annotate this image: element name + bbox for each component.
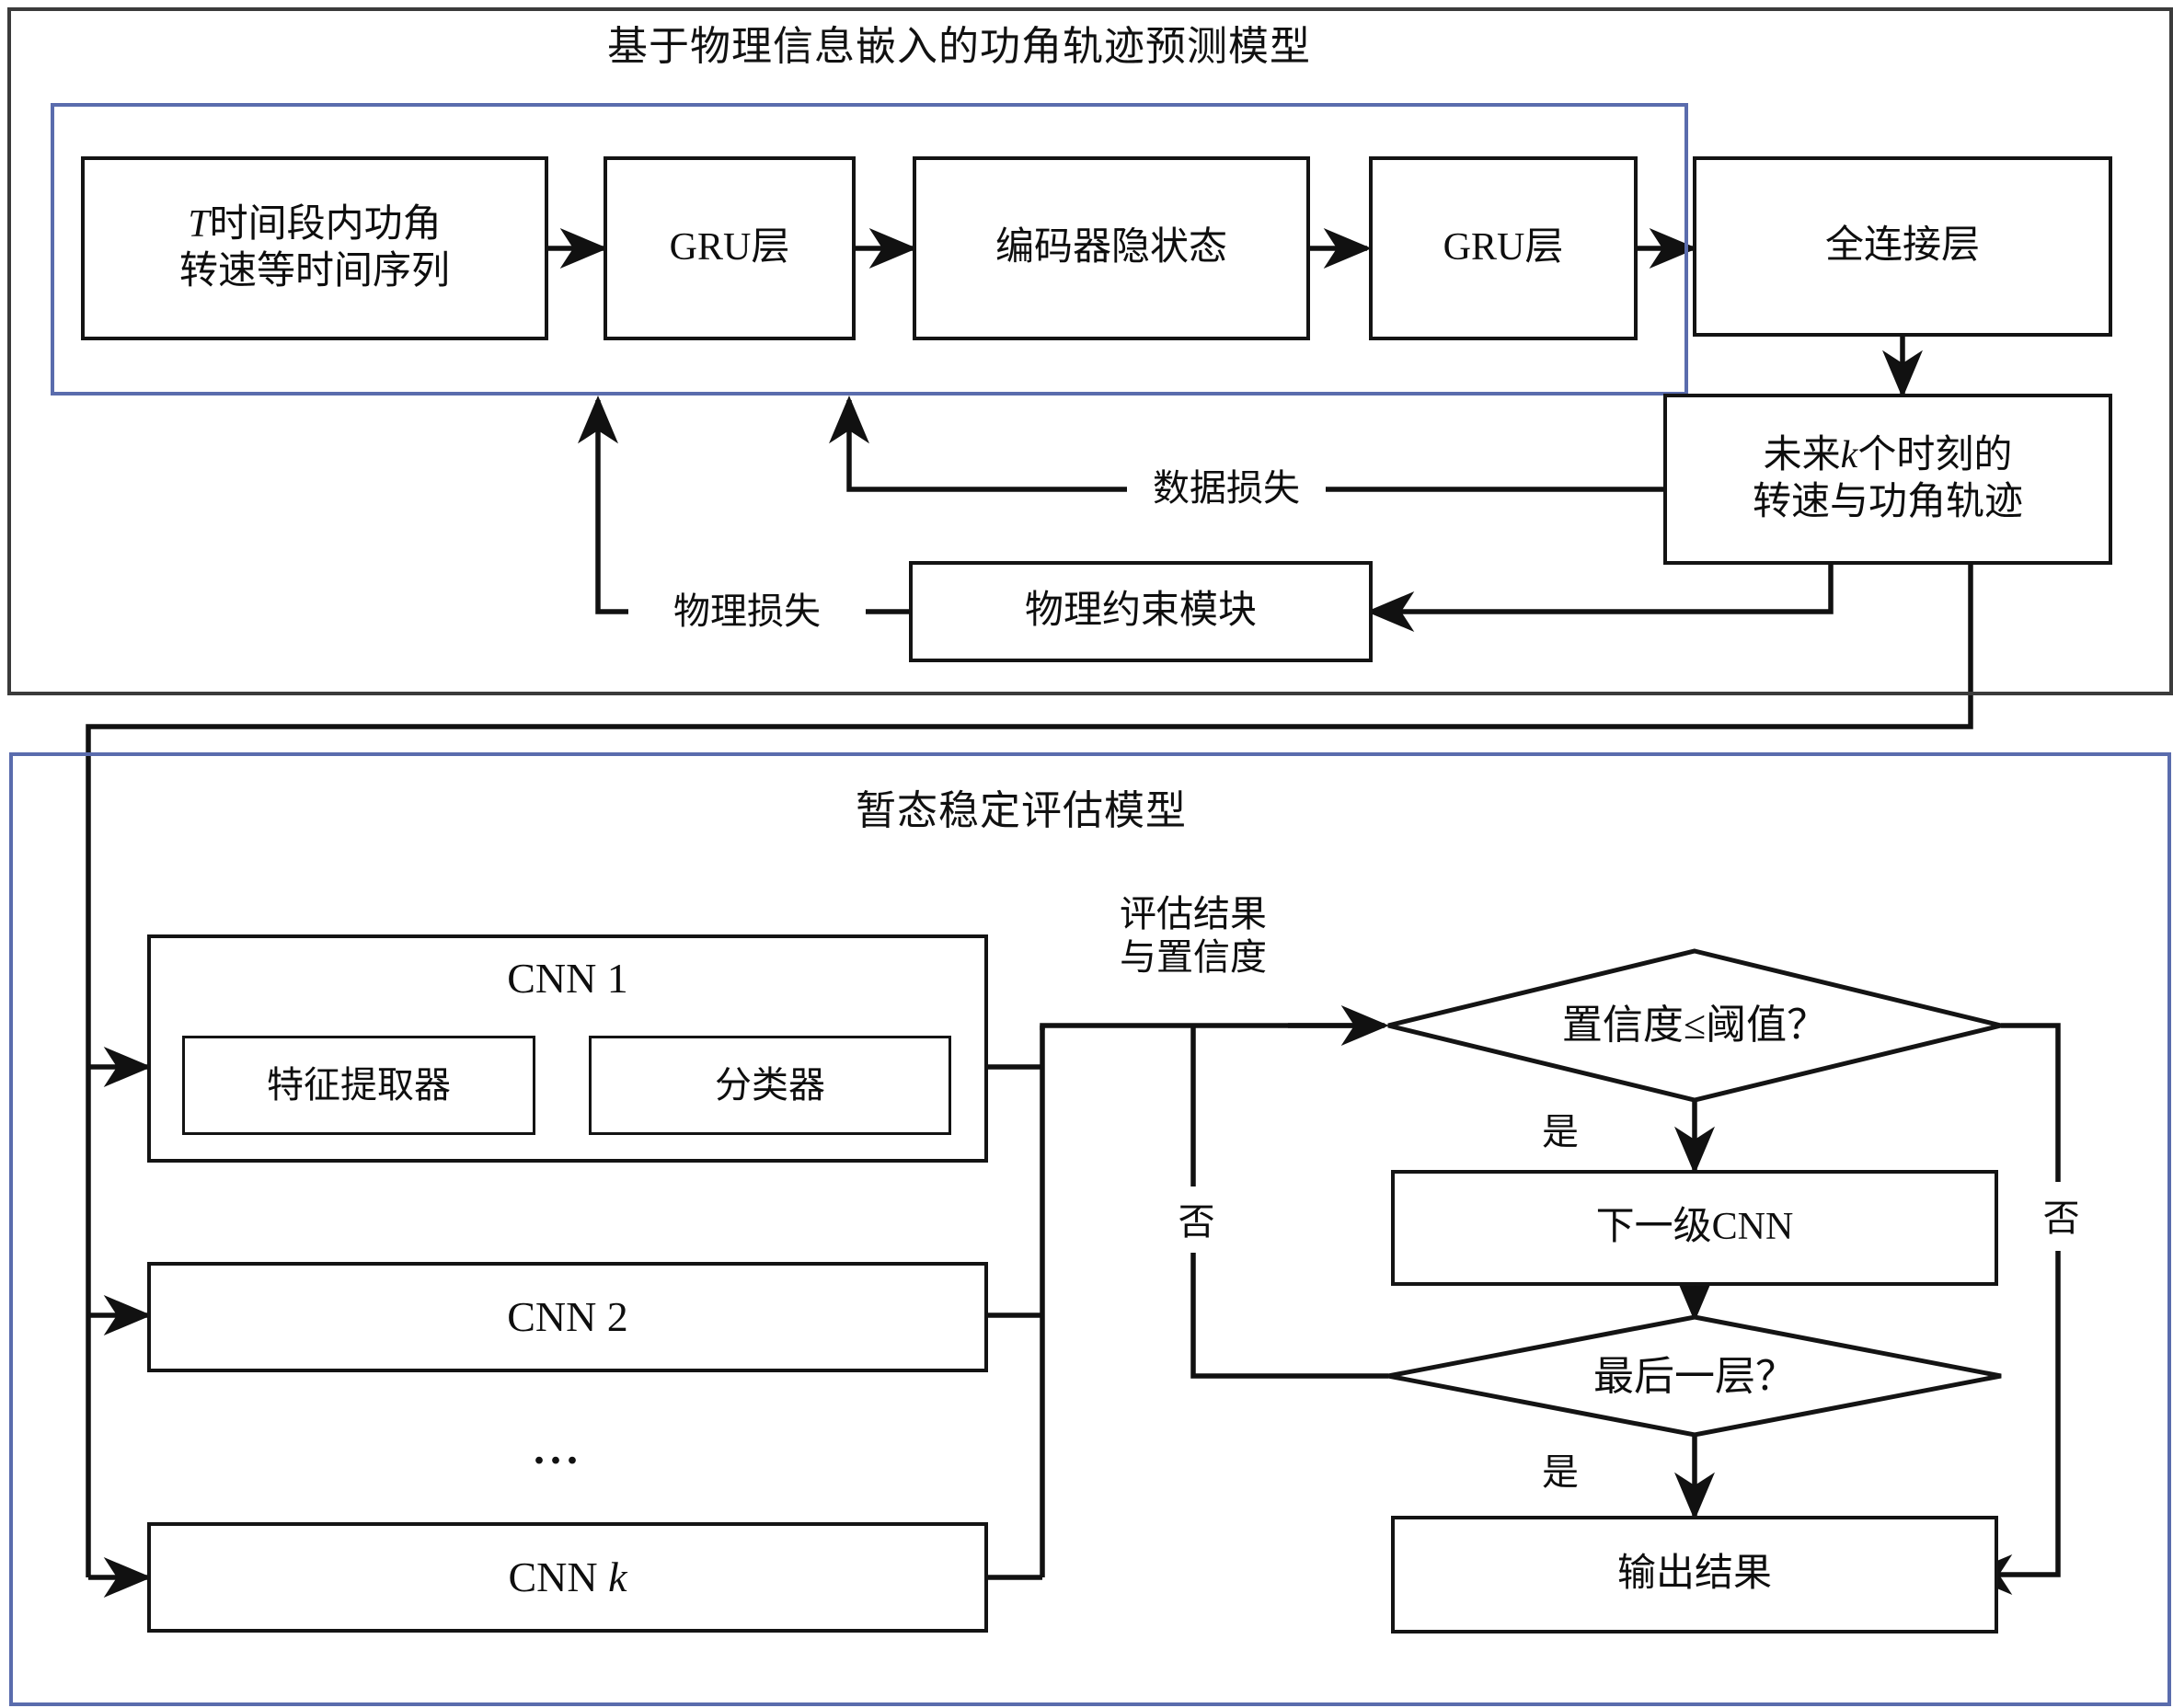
yes-label-confidence: 是	[1542, 1111, 1579, 1153]
assessment-model-panel	[9, 752, 2171, 1706]
decision-confidence-threshold-label: 置信度≤阈值？	[1561, 1003, 1828, 1049]
feature-extractor-box: 特征提取器	[182, 1036, 535, 1135]
assessment-output-line2: 与置信度	[1120, 936, 1267, 978]
no-label-confidence: 否	[1165, 1188, 1222, 1253]
cnn-k-box: CNN k	[147, 1522, 988, 1633]
classifier-box: 分类器	[589, 1036, 951, 1135]
assessment-output-line1: 评估结果	[1120, 892, 1267, 934]
data-loss-label: 数据损失	[1127, 458, 1326, 519]
assessment-model-title: 暂态稳定评估模型	[856, 788, 1187, 833]
input-timeseries-box: T时间段内功角 转速等时间序列	[81, 156, 548, 340]
physics-loss-label: 物理损失	[628, 581, 866, 642]
gru-layer-2-box: GRU层	[1369, 156, 1638, 340]
input-timeseries-line1: T时间段内功角	[188, 202, 442, 246]
cnn-1-label: CNN 1	[507, 955, 628, 1002]
input-timeseries-line2: 转速等时间序列	[178, 250, 450, 292]
cnn-ellipsis: ...	[534, 1425, 583, 1473]
prediction-model-title: 基于物理信息嵌入的功角轨迹预测模型	[607, 24, 1311, 69]
prediction-model-panel	[7, 7, 2173, 695]
fully-connected-layer-box: 全连接层	[1693, 156, 2112, 337]
future-k-line1: 未来k个时刻的	[1763, 433, 2013, 476]
physics-constraint-module-box: 物理约束模块	[909, 561, 1373, 662]
decision-last-layer-label: 最后一层？	[1593, 1354, 1796, 1400]
yes-label-last-layer: 是	[1542, 1451, 1579, 1494]
encoder-decoder-group-box	[51, 103, 1688, 395]
next-level-cnn-box: 下一级CNN	[1391, 1170, 1998, 1286]
no-label-last-layer: 否	[2029, 1185, 2087, 1249]
assessment-output-label: 评估结果 与置信度	[1073, 876, 1314, 995]
future-k-line2: 转速与功角轨迹	[1752, 481, 2023, 523]
encoder-hidden-state-box: 编码器隐状态	[913, 156, 1310, 340]
cnn-k-label: CNN k	[508, 1553, 627, 1600]
gru-layer-1-box: GRU层	[604, 156, 856, 340]
cnn-2-box: CNN 2	[147, 1262, 988, 1372]
output-result-box: 输出结果	[1391, 1516, 1998, 1633]
future-k-trajectory-box: 未来k个时刻的 转速与功角轨迹	[1663, 394, 2112, 565]
